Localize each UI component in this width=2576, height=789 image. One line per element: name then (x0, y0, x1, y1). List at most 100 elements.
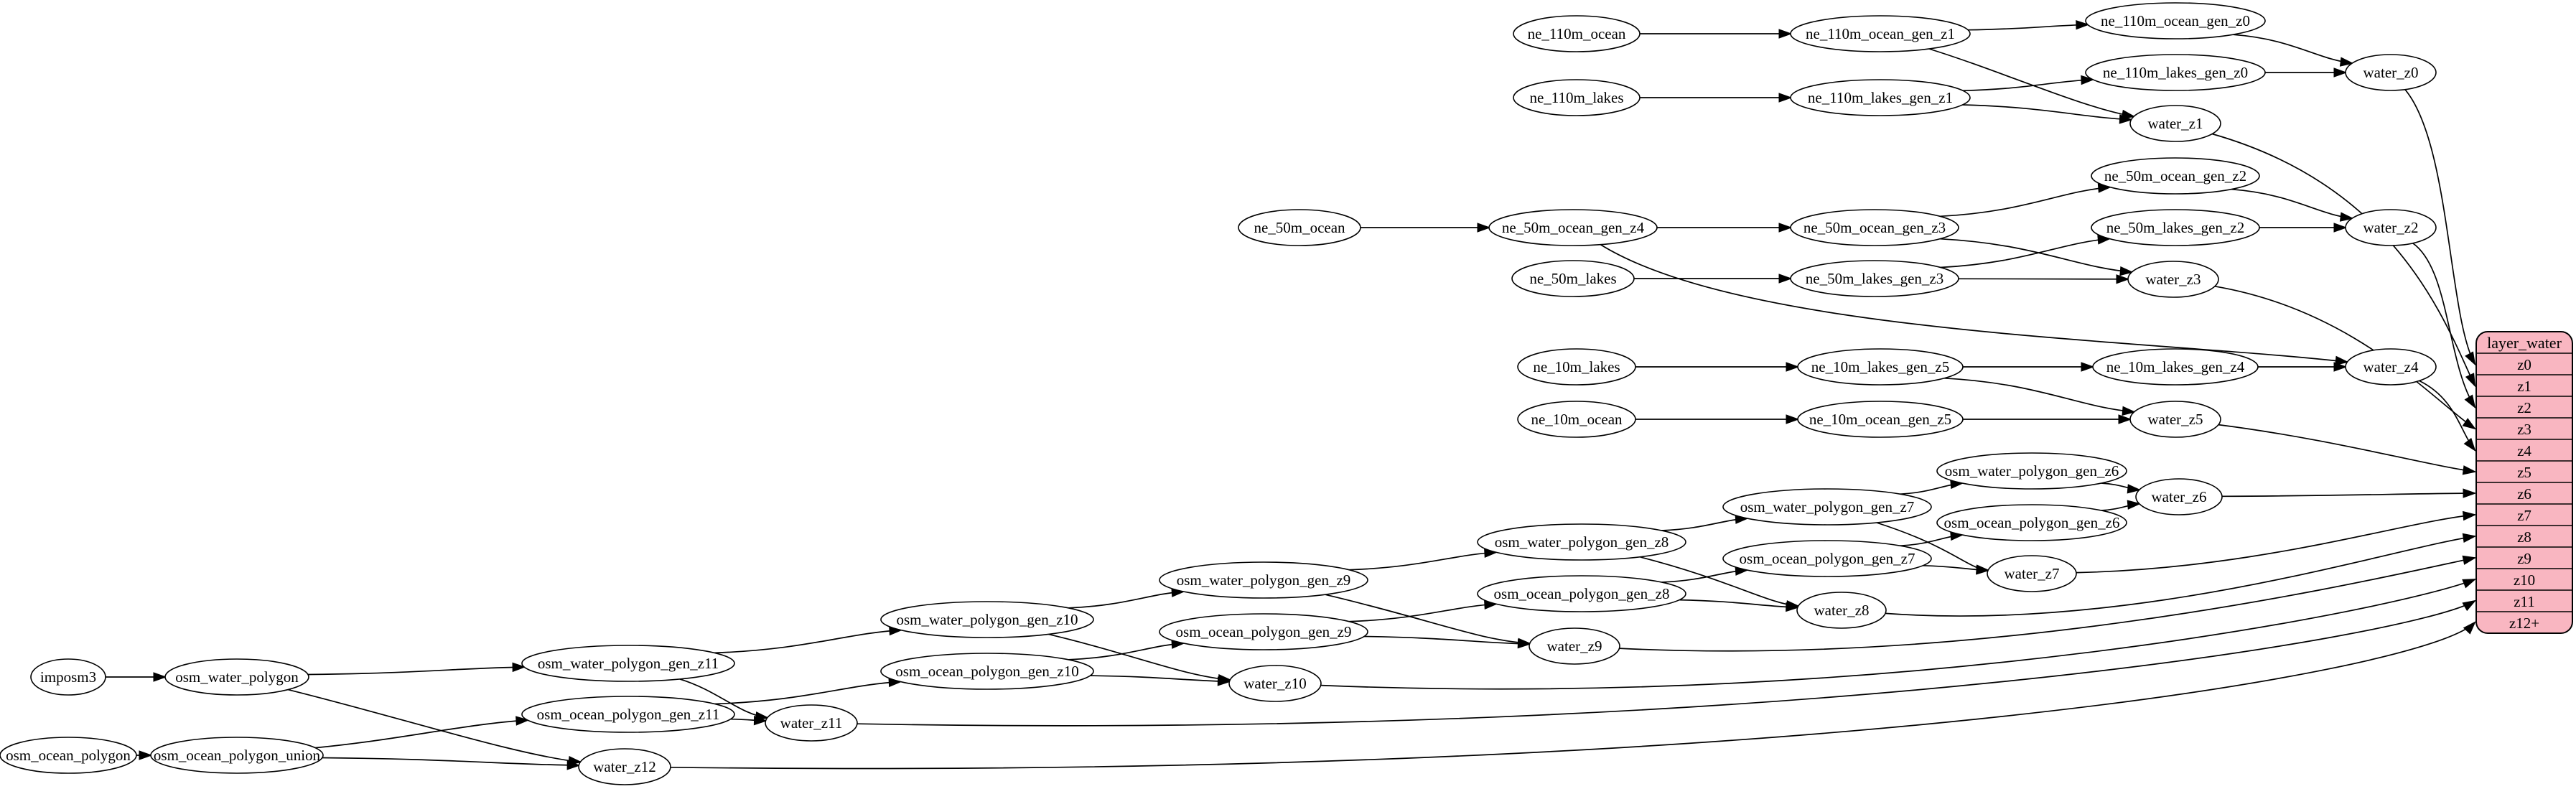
node-imposm3: imposm3 (30, 658, 106, 696)
node-label-osm_ocean_polygon_gen_z6: osm_ocean_polygon_gen_z6 (1944, 514, 2120, 531)
node-label-osm_ocean_polygon_gen_z11: osm_ocean_polygon_gen_z11 (537, 706, 720, 723)
node-water_z7: water_z7 (1987, 555, 2077, 592)
node-label-osm_ocean_polygon_gen_z9: osm_ocean_polygon_gen_z9 (1176, 623, 1352, 640)
record-row-z6: z6 (2517, 485, 2531, 503)
node-water_z3: water_z3 (2127, 261, 2219, 298)
node-ne_110m_ocean: ne_110m_ocean (1513, 15, 1641, 52)
node-ellipse-water_z8 (1796, 592, 1887, 629)
node-label-ne_10m_lakes_gen_z4: ne_10m_lakes_gen_z4 (2106, 358, 2245, 375)
node-ne_50m_ocean_gen_z4: ne_50m_ocean_gen_z4 (1488, 209, 1658, 246)
edge-ne_50m_ocean_gen_z4-to-water_z4 (1600, 243, 2349, 366)
node-ellipse-ne_10m_ocean_gen_z5 (1797, 401, 1964, 438)
edge-water_z2-to-layer_water-z2 (2412, 243, 2476, 409)
node-label-water_z9: water_z9 (1547, 638, 1602, 655)
edge-water_z10-to-layer_water-z10 (1320, 579, 2477, 690)
node-ne_10m_lakes: ne_10m_lakes (1517, 348, 1636, 386)
node-ellipse-ne_110m_lakes (1513, 79, 1641, 116)
edge-osm_ocean_polygon_gen_z8-to-osm_ocean_polygon_gen_z7 (1661, 566, 1749, 583)
node-label-water_z3: water_z3 (2146, 271, 2201, 288)
node-label-osm_water_polygon_gen_z8: osm_water_polygon_gen_z8 (1495, 533, 1669, 551)
node-label-ne_110m_lakes: ne_110m_lakes (1529, 89, 1623, 106)
node-osm_water_polygon_gen_z9: osm_water_polygon_gen_z9 (1159, 561, 1368, 599)
node-osm_water_polygon_gen_z11: osm_water_polygon_gen_z11 (521, 645, 735, 682)
node-label-ne_50m_ocean_gen_z3: ne_50m_ocean_gen_z3 (1803, 219, 1946, 236)
node-label-water_z8: water_z8 (1814, 602, 1870, 619)
node-ellipse-osm_ocean_polygon_gen_z9 (1159, 613, 1368, 650)
edge-osm_ocean_polygon_gen_z6-to-water_z6 (2101, 500, 2142, 511)
node-label-ne_50m_ocean: ne_50m_ocean (1254, 219, 1345, 236)
node-ellipse-water_z10 (1228, 665, 1322, 702)
edge-ne_110m_ocean_gen_z0-to-water_z0 (2232, 34, 2354, 67)
node-ellipse-ne_110m_ocean_gen_z0 (2085, 2, 2266, 39)
edge-osm_ocean_polygon_union-to-water_z12 (322, 757, 581, 770)
node-label-osm_water_polygon_gen_z11: osm_water_polygon_gen_z11 (538, 655, 719, 672)
node-ellipse-water_z9 (1529, 627, 1620, 665)
node-osm_ocean_polygon_gen_z8: osm_ocean_polygon_gen_z8 (1477, 575, 1686, 612)
node-ellipse-ne_50m_ocean_gen_z3 (1790, 209, 1959, 246)
node-ellipse-osm_ocean_polygon_union (150, 737, 324, 774)
node-water_z5: water_z5 (2129, 401, 2221, 438)
node-ellipse-osm_ocean_polygon_gen_z6 (1936, 504, 2127, 541)
node-osm_ocean_polygon_gen_z6: osm_ocean_polygon_gen_z6 (1936, 504, 2127, 541)
edge-osm_ocean_polygon_gen_z11-to-water_z11 (730, 715, 768, 726)
node-ellipse-ne_50m_lakes (1511, 260, 1635, 297)
node-ellipse-ne_10m_lakes_gen_z4 (2092, 348, 2259, 386)
node-water_z6: water_z6 (2135, 478, 2223, 515)
edges-layer (105, 19, 2477, 770)
nodes-layer: ne_110m_ocean ne_110m_lakes ne_110m_ocean_… (0, 2, 2437, 785)
edge-osm_ocean_polygon_gen_z11-to-osm_ocean_polygon_gen_z10 (714, 677, 902, 705)
edge-osm_water_polygon_gen_z6-to-water_z6 (2101, 482, 2142, 494)
node-ellipse-osm_water_polygon_gen_z6 (1936, 452, 2127, 490)
node-ne_110m_ocean_gen_z0: ne_110m_ocean_gen_z0 (2085, 2, 2266, 39)
node-label-osm_ocean_polygon_union: osm_ocean_polygon_union (154, 747, 321, 764)
node-label-ne_110m_ocean_gen_z1: ne_110m_ocean_gen_z1 (1806, 25, 1955, 42)
edge-osm_ocean_polygon_union-to-osm_ocean_polygon_gen_z11 (315, 716, 530, 749)
node-label-water_z1: water_z1 (2148, 115, 2203, 132)
node-ellipse-water_z3 (2127, 261, 2219, 298)
node-water_z11: water_z11 (765, 704, 858, 742)
node-ne_50m_lakes_gen_z3: ne_50m_lakes_gen_z3 (1790, 260, 1959, 297)
node-label-water_z2: water_z2 (2363, 219, 2419, 236)
edge-osm_ocean_polygon_gen_z10-to-water_z10 (1090, 675, 1231, 686)
node-ne_50m_lakes_gen_z2: ne_50m_lakes_gen_z2 (2091, 209, 2260, 246)
record-title: layer_water (2487, 334, 2562, 352)
node-label-ne_110m_ocean_gen_z0: ne_110m_ocean_gen_z0 (2101, 12, 2250, 29)
record-row-z5: z5 (2517, 464, 2531, 481)
node-water_z10: water_z10 (1228, 665, 1322, 702)
edge-ne_50m_lakes_gen_z3-to-ne_50m_lakes_gen_z2 (1940, 235, 2111, 269)
node-water_z4: water_z4 (2345, 348, 2437, 386)
edge-osm_ocean_polygon_gen_z7-to-osm_ocean_polygon_gen_z6 (1900, 531, 1964, 547)
node-osm_water_polygon_gen_z6: osm_water_polygon_gen_z6 (1936, 452, 2127, 490)
edge-ne_10m_lakes_gen_z5-to-water_z5 (1944, 377, 2136, 416)
edge-osm_water_polygon_gen_z11-to-osm_water_polygon_gen_z10 (714, 625, 903, 654)
node-ellipse-ne_110m_lakes_gen_z1 (1790, 79, 1971, 116)
node-ne_10m_ocean_gen_z5: ne_10m_ocean_gen_z5 (1797, 401, 1964, 438)
record-row-z2: z2 (2517, 399, 2531, 416)
node-label-ne_10m_lakes_gen_z5: ne_10m_lakes_gen_z5 (1811, 358, 1949, 375)
node-water_z9: water_z9 (1529, 627, 1620, 665)
node-water_z2: water_z2 (2345, 209, 2437, 246)
record-row-z0: z0 (2517, 356, 2531, 373)
node-ne_10m_ocean: ne_10m_ocean (1517, 401, 1636, 438)
node-label-ne_50m_lakes_gen_z3: ne_50m_lakes_gen_z3 (1806, 270, 1943, 287)
edge-osm_water_polygon_gen_z9-to-osm_water_polygon_gen_z8 (1349, 548, 1498, 571)
node-ellipse-ne_110m_ocean (1513, 15, 1641, 52)
edge-water_z5-to-layer_water-z5 (2218, 424, 2477, 475)
edge-ne_50m_ocean_gen_z2-to-water_z2 (2231, 188, 2354, 222)
node-label-imposm3: imposm3 (40, 668, 96, 686)
node-ellipse-water_z4 (2345, 348, 2437, 386)
node-ne_10m_lakes_gen_z5: ne_10m_lakes_gen_z5 (1797, 348, 1964, 386)
edge-water_z3-to-layer_water-z3 (2214, 285, 2477, 430)
record-row-z3: z3 (2517, 421, 2531, 438)
edge-osm_water_polygon_gen_z10-to-water_z10 (1048, 633, 1232, 684)
node-ellipse-ne_110m_ocean_gen_z1 (1790, 15, 1971, 52)
edge-water_z11-to-layer_water-z11 (857, 599, 2477, 727)
node-water_z8: water_z8 (1796, 592, 1887, 629)
record-row-z11: z11 (2514, 593, 2535, 610)
node-ellipse-water_z12 (578, 748, 671, 785)
node-ne_110m_ocean_gen_z1: ne_110m_ocean_gen_z1 (1790, 15, 1971, 52)
record-row-z12+: z12+ (2509, 615, 2539, 632)
record-row-z1: z1 (2517, 378, 2531, 395)
